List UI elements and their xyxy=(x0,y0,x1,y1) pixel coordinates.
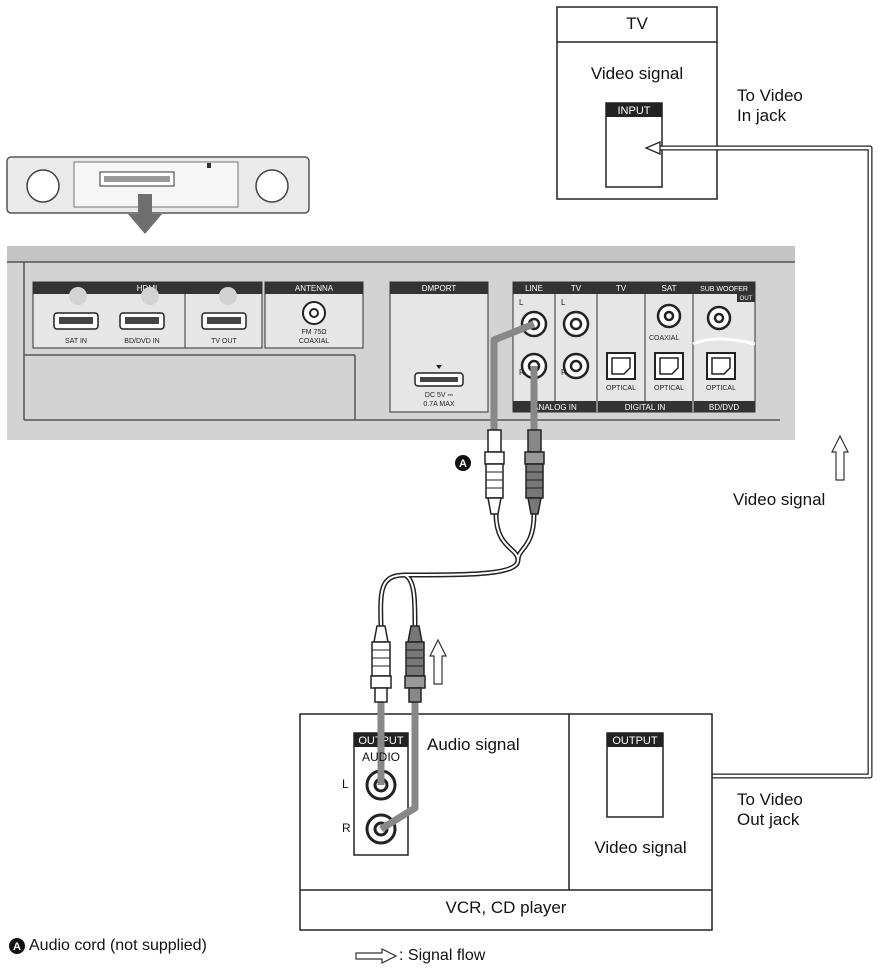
vcr-video-signal-label: Video signal xyxy=(594,838,687,857)
video-cable xyxy=(660,145,873,779)
rca-jack-icon xyxy=(562,352,590,380)
legend-audio-cord: Audio cord (not supplied) xyxy=(29,937,207,954)
antenna-label: ANTENNA xyxy=(295,284,334,293)
coaxial-label: COAXIAL xyxy=(649,335,679,342)
rca-plug-white-icon xyxy=(370,625,392,703)
arrow-down-icon xyxy=(128,194,162,234)
line-r-label: R xyxy=(519,368,525,377)
dmport-label: DMPORT xyxy=(422,284,457,293)
tv-l-label: L xyxy=(561,298,566,307)
audio-signal-label: Audio signal xyxy=(427,735,520,754)
antenna-coaxial-label: COAXIAL xyxy=(299,338,329,345)
signal-flow-arrow-icon xyxy=(355,948,398,964)
device-label: VCR, CD player xyxy=(445,898,567,917)
subwoofer-jack-icon xyxy=(706,305,732,331)
tv-out-label: TV OUT xyxy=(211,338,237,345)
arrow-left-icon xyxy=(644,141,661,155)
subwoofer-label: SUB WOOFER xyxy=(700,286,748,293)
tv-analog-label: TV xyxy=(571,284,582,293)
tv-video-signal: Video signal xyxy=(590,64,684,83)
analog-in-label: ANALOG IN xyxy=(533,403,577,412)
optical-jack-icon xyxy=(654,352,684,380)
svg-text:A: A xyxy=(13,941,21,953)
optical-sat-label: OPTICAL xyxy=(654,385,684,392)
video-signal-label: Video signal xyxy=(733,490,826,509)
sat-in-label: SAT IN xyxy=(65,338,87,345)
coaxial-jack-icon xyxy=(656,303,682,329)
rca-plug-red-icon xyxy=(524,429,545,515)
antenna-fm-label: FM 75Ω xyxy=(301,329,326,336)
dmport-max-label: 0.7A MAX xyxy=(423,401,454,408)
optical-tv-label: OPTICAL xyxy=(606,385,636,392)
dmport-dc-label: DC 5V ⎓ xyxy=(425,392,454,399)
svg-text:A: A xyxy=(459,458,467,470)
rca-jack-icon xyxy=(562,310,590,338)
to-video-in-line1: To Video xyxy=(737,86,803,105)
arrow-up-icon xyxy=(429,638,447,685)
bd-dvd-label: BD/DVD xyxy=(709,403,739,412)
soundbar-overview xyxy=(6,156,310,214)
arrow-up-icon xyxy=(831,434,849,481)
legend-signal-flow: : Signal flow xyxy=(399,947,486,964)
bd-dvd-in-label: BD/DVD IN xyxy=(124,338,159,345)
optical-bd-label: OPTICAL xyxy=(706,385,736,392)
rca-plug-white-icon xyxy=(484,429,505,515)
to-video-in-line2: In jack xyxy=(737,106,787,125)
vcr-video-output-label: OUTPUT xyxy=(612,735,658,747)
vcr-r-label: R xyxy=(342,821,351,835)
vcr-box: OUTPUT OUTPUT xyxy=(299,713,713,931)
tv-input-label: INPUT xyxy=(618,105,651,117)
to-video-out-line1: To Video xyxy=(737,790,803,809)
tv-title: TV xyxy=(626,14,648,33)
legend-callout-a-badge: A xyxy=(9,938,25,954)
subwoofer-out-label: OUT xyxy=(740,296,753,302)
callout-a-badge: A xyxy=(455,455,471,471)
sat-label: SAT xyxy=(662,284,677,293)
vcr-l-label: L xyxy=(342,777,349,791)
vcr-audio-label: AUDIO xyxy=(361,750,400,764)
audio-cord xyxy=(370,320,545,832)
rca-plug-red-icon xyxy=(404,625,426,703)
line-l-label: L xyxy=(519,298,524,307)
to-video-out-line2: Out jack xyxy=(737,810,800,829)
digital-in-label: DIGITAL IN xyxy=(625,403,666,412)
rear-panel: HDMI SAT IN BD/DVD IN TV OUT ANTENNA FM … xyxy=(7,246,795,440)
tv-box: INPUT xyxy=(556,6,718,200)
optical-jack-icon xyxy=(606,352,636,380)
tv-r-label: R xyxy=(561,368,567,377)
tv-optical-label: TV xyxy=(616,284,627,293)
line-label: LINE xyxy=(525,284,543,293)
optical-jack-icon xyxy=(706,352,736,380)
